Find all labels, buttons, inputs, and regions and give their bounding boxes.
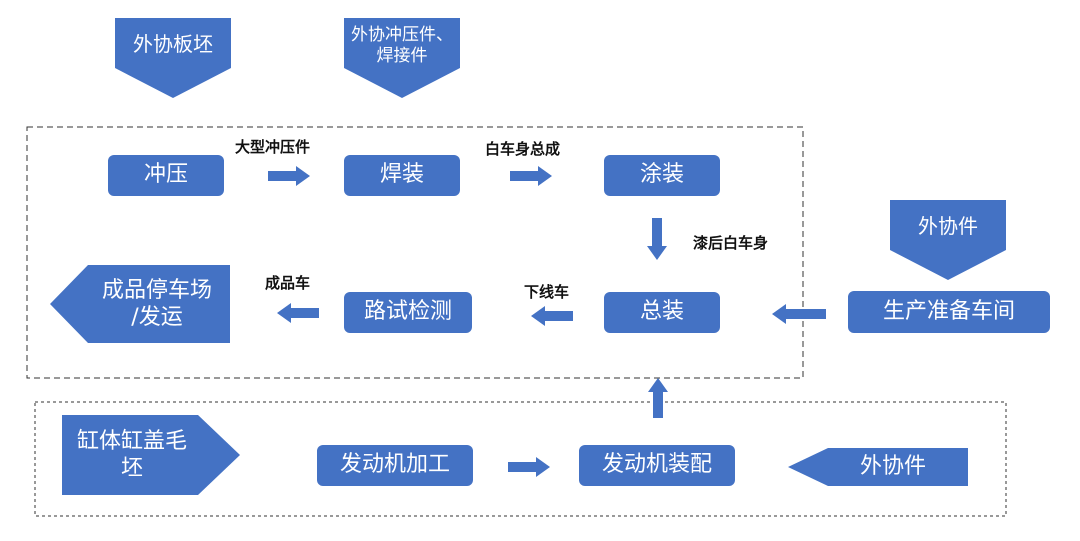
step-welding: 焊装 (344, 155, 460, 196)
output-finished-lot: 成品停车场 /发运 (50, 265, 230, 343)
step-engine-assembly: 发动机装配 (579, 445, 735, 486)
arrow-welding-to-painting (510, 166, 552, 186)
input-stamp-weld-parts: 外协冲压件、焊接件 (344, 18, 460, 98)
step-painting: 涂装 (604, 155, 720, 196)
input-outsourced-parts-right: 外协件 (890, 200, 1006, 280)
input-outsourced-parts-bottom: 外协件 (788, 448, 968, 486)
label-off-line: 下线车 (524, 283, 570, 301)
step-stamping: 冲压 (108, 155, 224, 196)
output-finished-lot-label: 成品停车场 /发运 (84, 265, 230, 343)
step-prep-workshop: 生产准备车间 (848, 291, 1050, 333)
arrow-assembly-to-road-test (531, 306, 573, 326)
output-finished-lot-line2: /发运 (131, 305, 183, 330)
output-finished-lot-line1: 成品停车场 (101, 277, 212, 303)
arrow-engine-machining-to-assembly (508, 457, 550, 477)
step-engine-machining: 发动机加工 (317, 445, 473, 486)
input-sheet-blank: 外协板坯 (115, 18, 231, 98)
label-finished-vehicle: 成品车 (265, 274, 311, 292)
input-outsourced-parts-right-label: 外协件 (918, 213, 978, 238)
step-assembly: 总装 (604, 292, 720, 333)
label-painted-body: 漆后白车身 (693, 234, 769, 252)
input-sheet-blank-label: 外协板坯 (133, 31, 213, 56)
input-block-head-blank: 缸体缸盖毛坯 (62, 415, 240, 495)
arrow-prep-workshop-to-assembly (772, 304, 826, 324)
step-road-test: 路试检测 (344, 292, 472, 333)
arrow-road-test-to-finished-lot (277, 303, 319, 323)
arrow-painting-to-assembly (647, 218, 667, 260)
input-stamp-weld-parts-label: 外协冲压件、焊接件 (351, 24, 453, 66)
arrow-engine-assembly-to-final-assembly (648, 378, 668, 418)
label-large-stampings: 大型冲压件 (235, 138, 311, 156)
input-outsourced-parts-bottom-label: 外协件 (859, 454, 926, 480)
arrow-stamping-to-welding (268, 166, 310, 186)
label-body-in-white: 白车身总成 (485, 140, 561, 158)
input-block-head-blank-label: 缸体缸盖毛坯 (76, 428, 187, 482)
